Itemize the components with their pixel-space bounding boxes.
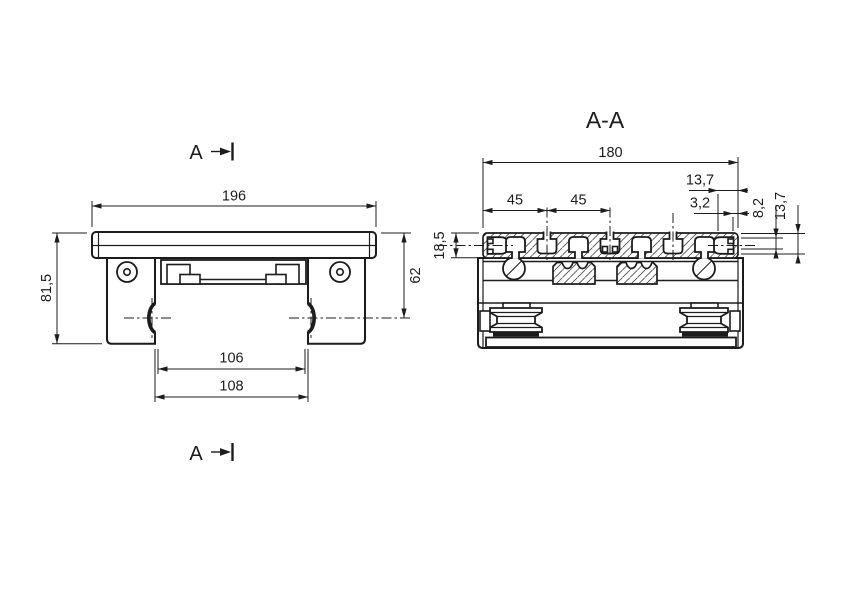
section-arrow-icon: [220, 448, 231, 456]
dim-3-2: 3,2: [690, 196, 749, 231]
dome-cavity: [568, 236, 589, 259]
ball-groove-centerlines: [124, 298, 411, 338]
dome-cavity: [694, 236, 715, 259]
front-view-plate: [91, 231, 377, 259]
dim-13-7-horizontal: 13,7: [686, 173, 748, 231]
section-marker-bottom: A: [189, 443, 234, 465]
dim-8-2-label: 8,2: [751, 198, 767, 218]
dim-108-label: 108: [219, 379, 243, 395]
dome-cavity: [631, 236, 652, 259]
toothed-block-right: [616, 261, 658, 285]
dim-18-5: 18,5: [432, 231, 479, 260]
dim-180-label: 180: [598, 145, 622, 161]
guide-wheel-right: [679, 307, 729, 333]
dim-62-label: 62: [408, 267, 424, 283]
dim-45-left: 45: [483, 193, 547, 214]
dome-cavity: [505, 236, 526, 259]
center-clamp-feature: [160, 259, 307, 285]
dim-3-2-label: 3,2: [690, 196, 710, 212]
bottom-plate: [485, 336, 737, 348]
wheel-track-right: [682, 332, 728, 337]
section-arrow-icon: [220, 147, 231, 156]
toothed-block-left: [552, 261, 596, 285]
roller-left: [502, 256, 526, 281]
dim-180: 180: [482, 145, 739, 228]
dim-45-right: 45: [547, 193, 610, 214]
dim-13-7-h-label: 13,7: [686, 173, 714, 189]
dim-18-5-label: 18,5: [432, 231, 448, 259]
dim-196-label: 196: [222, 189, 246, 205]
dim-196: 196: [91, 189, 377, 227]
slot-insert: [601, 245, 609, 253]
wheel-track-left: [493, 332, 539, 337]
front-view: 196 81,5 62 106 108: [39, 142, 424, 465]
dim-62: 62: [381, 232, 424, 318]
dim-45-right-label: 45: [570, 193, 586, 209]
section-title: A-A: [586, 107, 625, 133]
dim-81-5-label: 81,5: [39, 274, 55, 302]
section-plate: [437, 207, 757, 262]
roller-right: [692, 256, 716, 281]
section-marker-bottom-label: A: [189, 443, 203, 465]
dim-13-7-v-label: 13,7: [773, 192, 789, 220]
section-marker-top-label: A: [189, 142, 203, 164]
dim-81-5: 81,5: [39, 232, 102, 345]
side-pocket-right: [729, 310, 741, 332]
slot-insert: [611, 245, 619, 253]
dim-108: 108: [154, 349, 309, 402]
dim-13-7-vertical: 13,7: [741, 192, 805, 264]
bolt-hole-left: [116, 261, 138, 283]
bolt-hole-right: [329, 261, 351, 283]
section-marker-top: A: [189, 142, 234, 164]
section-body: [477, 256, 744, 349]
section-view: A-A: [432, 107, 805, 349]
guide-wheel-left: [489, 307, 543, 333]
dim-106-label: 106: [219, 351, 243, 367]
dim-106: 106: [157, 349, 306, 374]
side-pocket-left: [479, 310, 491, 332]
dim-45-left-label: 45: [507, 193, 523, 209]
front-view-body: [106, 257, 366, 345]
